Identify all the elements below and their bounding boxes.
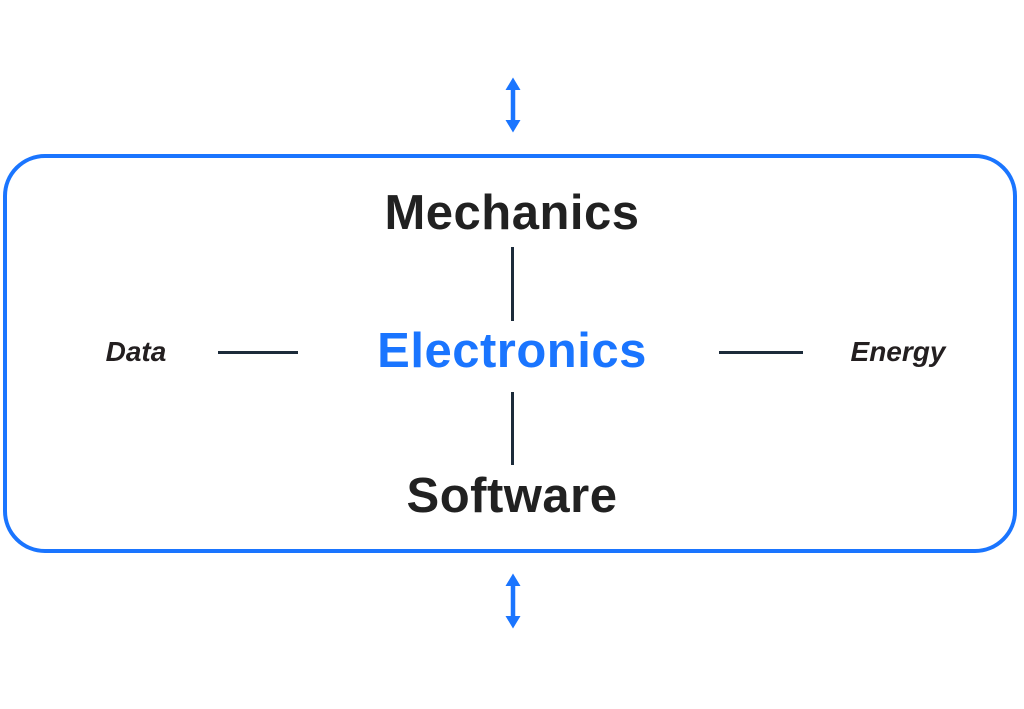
arrow-head-down [505, 616, 521, 629]
electronics-energy-connector [719, 351, 803, 354]
arrow-head-down [505, 120, 521, 133]
energy-label: Energy [850, 336, 946, 367]
arrow-head-up [505, 77, 521, 90]
system-boundary-box [3, 154, 1017, 553]
mechanics-electronics-connector [511, 247, 514, 321]
software-label: Software [406, 469, 618, 523]
arrow-head-up [505, 573, 521, 586]
data-electronics-connector [218, 351, 298, 354]
electronics-software-connector [511, 392, 514, 465]
electronics-label: Electronics [377, 324, 647, 378]
double-arrow-up-down-icon [505, 77, 521, 133]
data-label: Data [105, 336, 167, 367]
double-arrow-up-down-icon [505, 573, 521, 629]
mechanics-label: Mechanics [384, 186, 640, 240]
